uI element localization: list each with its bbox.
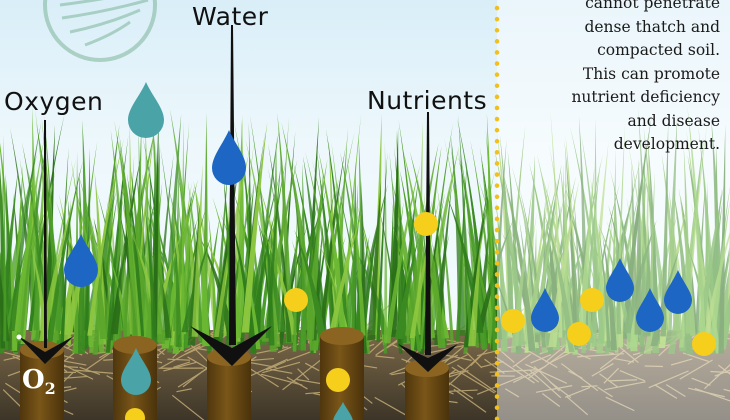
water-drop-icon <box>531 288 559 332</box>
nutrient-dot-icon <box>580 288 604 312</box>
nutrient-dots <box>125 212 716 420</box>
water-drop-icon <box>64 234 98 287</box>
note-line: dense thatch and <box>584 17 720 36</box>
note-line: cannot penetrate <box>585 0 720 12</box>
down-arrow-icon <box>190 25 272 366</box>
note-line: compacted soil. <box>597 41 720 59</box>
note-line: This can promote <box>582 64 720 83</box>
water-label: Water <box>192 2 269 31</box>
info-note: cannot penetrate dense thatch and compac… <box>510 0 720 157</box>
nutrient-dot-icon <box>692 332 716 356</box>
water-drop-icon <box>212 130 246 185</box>
oxygen-symbol: O2 <box>22 365 56 398</box>
note-line: and disease <box>627 111 720 130</box>
oxygen-symbol-subscript: 2 <box>44 379 56 399</box>
water-drops <box>64 82 692 420</box>
bubble-dot <box>16 334 22 340</box>
nutrient-dot-icon <box>326 368 350 392</box>
oxygen-label: Oxygen <box>4 87 104 116</box>
oxygen-symbol-main: O <box>22 365 45 395</box>
soil-core-icon <box>405 359 449 420</box>
water-drop-icon <box>664 270 692 314</box>
nutrient-dot-icon <box>414 212 438 236</box>
water-drop-icon <box>333 402 353 420</box>
water-drop-icon <box>606 258 634 302</box>
down-arrow-icon <box>18 120 74 364</box>
note-line: nutrient deficiency <box>571 88 720 106</box>
nutrient-dot-icon <box>567 322 591 346</box>
water-drop-icon <box>121 348 151 395</box>
nutrient-dot-icon <box>284 288 308 312</box>
nutrient-dot-icon <box>501 309 525 333</box>
nutrient-dot-icon <box>125 408 145 420</box>
palm-leaf-logo-icon <box>43 0 157 62</box>
arrows <box>18 25 458 372</box>
water-drop-icon <box>128 82 164 138</box>
faded-compacted-panel <box>497 0 730 420</box>
nutrients-label: Nutrients <box>367 86 488 115</box>
note-line: development. <box>613 135 720 153</box>
water-drop-icon <box>636 288 664 332</box>
